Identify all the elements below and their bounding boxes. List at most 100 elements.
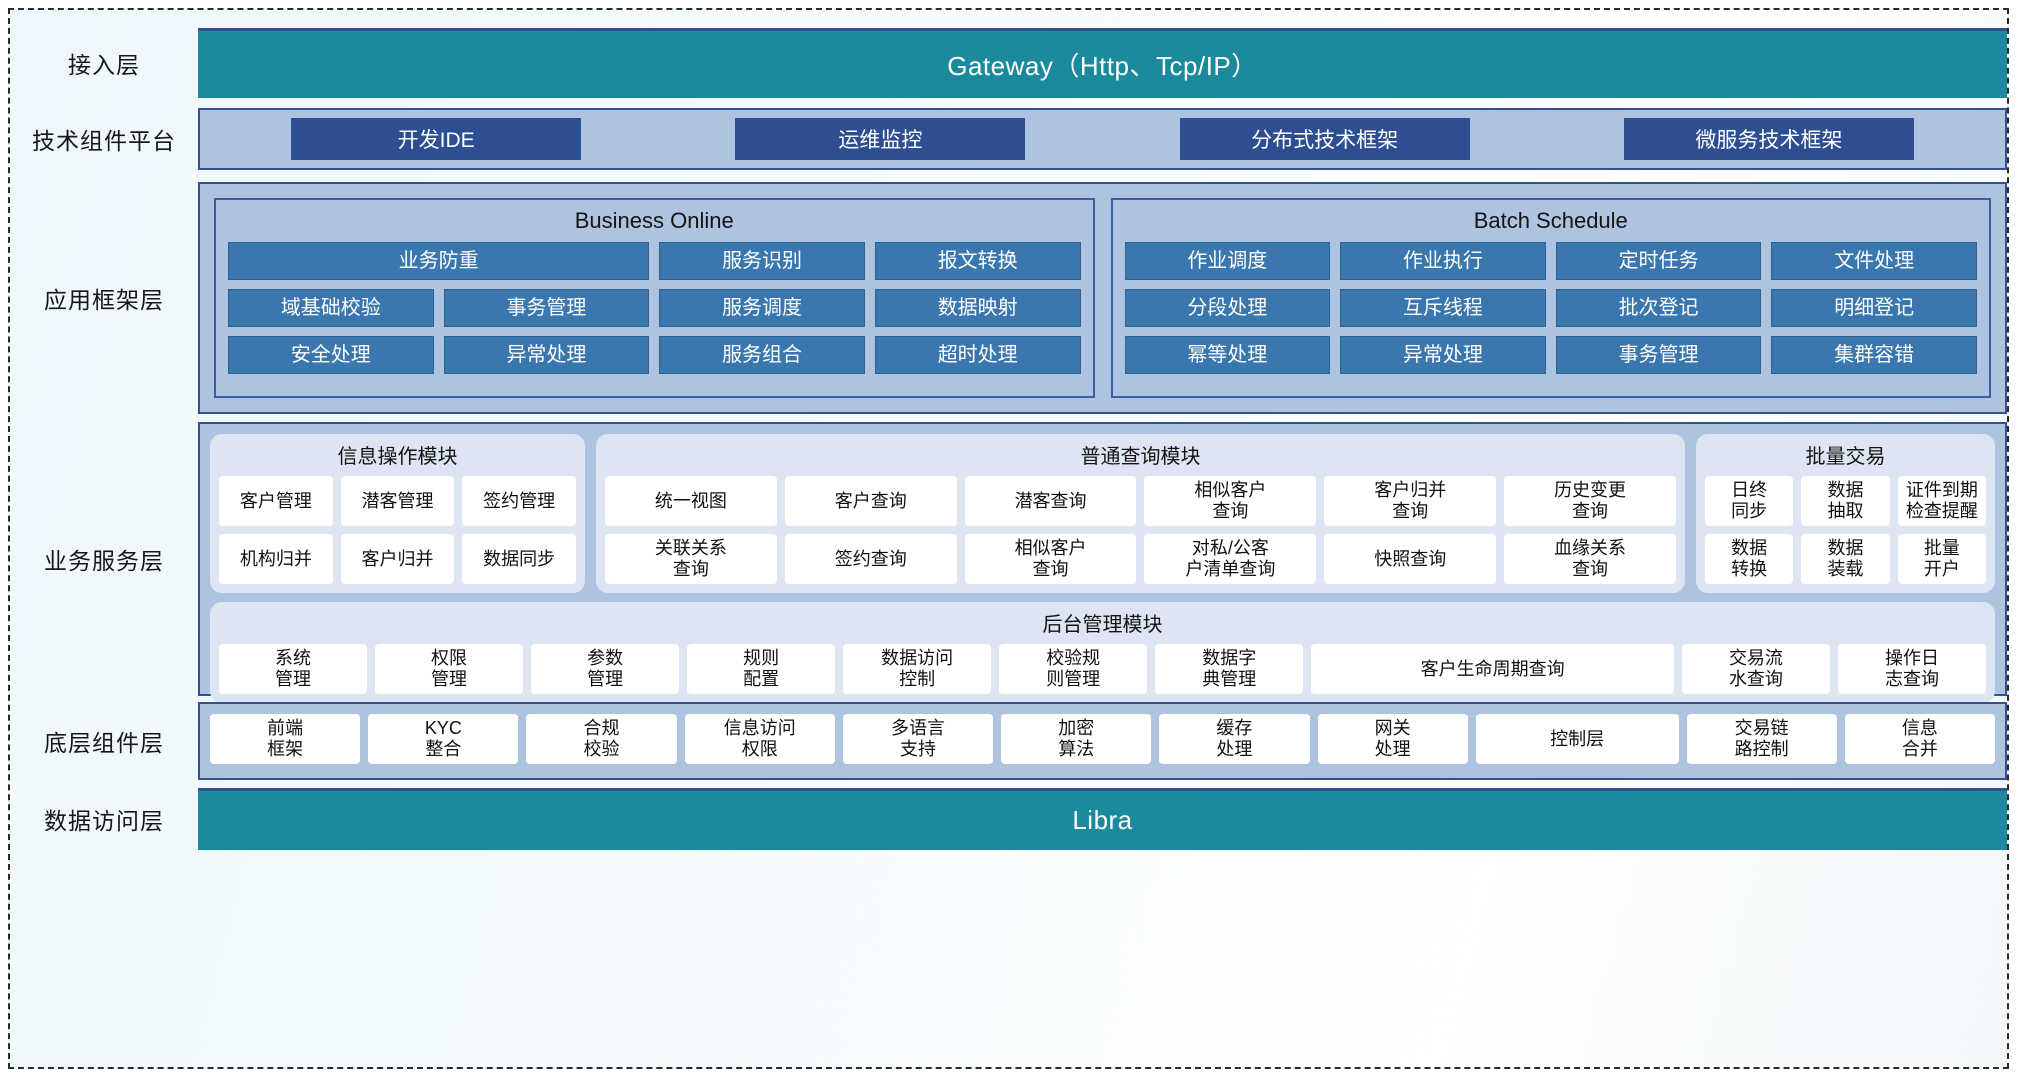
layer-row-tech-platform: 技术组件平台 开发IDE 运维监控 分布式技术框架 微服务技术框架 [10, 108, 2007, 170]
cell-base-9[interactable]: 交易链 路控制 [1686, 714, 1837, 764]
cell-batch-3[interactable]: 数据 转换 [1705, 534, 1794, 584]
cell-batch-2[interactable]: 证件到期 检查提醒 [1897, 476, 1986, 526]
architecture-diagram: 接入层 Gateway（Http、Tcp/IP） 技术组件平台 开发IDE 运维… [8, 8, 2009, 1069]
panel-batch-schedule: Batch Schedule 作业调度 作业执行 定时任务 文件处理 分段处理 … [1110, 198, 1991, 398]
fw-chip-bs-10[interactable]: 事务管理 [1555, 336, 1762, 374]
cell-batch-5[interactable]: 批量 开户 [1897, 534, 1986, 584]
fw-chip-bo-9[interactable]: 服务组合 [659, 336, 865, 374]
gateway-bar[interactable]: Gateway（Http、Tcp/IP） [198, 28, 2007, 98]
module-title-backend-admin: 后台管理模块 [1042, 614, 1163, 636]
cell-query-3[interactable]: 相似客户 查询 [1144, 476, 1317, 526]
layer-label-business-service: 业务服务层 [44, 548, 164, 574]
cell-base-4[interactable]: 多语言 支持 [842, 714, 994, 764]
module-cells-batch-transaction: 日终 同步 数据 抽取 证件到期 检查提醒 数据 转换 数据 装载 批量 开户 [1705, 476, 1986, 584]
fw-chip-bo-0[interactable]: 业务防重 [228, 242, 650, 280]
fw-chip-bo-7[interactable]: 安全处理 [228, 336, 434, 374]
cell-admin-7[interactable]: 客户生命周期查询 [1311, 644, 1674, 694]
fw-chip-bs-2[interactable]: 定时任务 [1555, 242, 1762, 280]
tech-chip-ide[interactable]: 开发IDE [291, 118, 582, 160]
cell-admin-4[interactable]: 数据访问 控制 [843, 644, 992, 694]
cell-query-1[interactable]: 客户查询 [784, 476, 957, 526]
layer-body-data-access: Libra [198, 788, 2007, 850]
layer-row-base-component: 底层组件层 前端 框架 KYC 整合 合规 校验 信息访问 权限 多语言 支持 … [10, 702, 2007, 780]
fw-chip-bs-7[interactable]: 明细登记 [1771, 289, 1977, 327]
libra-bar[interactable]: Libra [198, 788, 2007, 850]
fw-chip-bs-8[interactable]: 幂等处理 [1124, 336, 1331, 374]
module-backend-admin: 后台管理模块 系统 管理 权限 管理 参数 管理 规则 配置 数据访问 控制 校… [210, 602, 1995, 703]
cell-info-2[interactable]: 签约管理 [462, 476, 576, 526]
module-title-batch-transaction: 批量交易 [1805, 446, 1886, 468]
tech-platform-panel: 开发IDE 运维监控 分布式技术框架 微服务技术框架 [198, 108, 2007, 170]
fw-chip-bo-1[interactable]: 服务识别 [659, 242, 865, 280]
cell-base-7[interactable]: 网关 处理 [1317, 714, 1468, 764]
cell-query-6[interactable]: 关联关系 查询 [605, 534, 777, 584]
business-service-panel: 信息操作模块 客户管理 潜客管理 签约管理 机构归并 客户归并 数据同步 普通查… [198, 422, 2007, 703]
tech-chip-microservice-framework[interactable]: 微服务技术框架 [1623, 118, 1914, 160]
layer-body-business-service: 信息操作模块 客户管理 潜客管理 签约管理 机构归并 客户归并 数据同步 普通查… [198, 422, 2007, 703]
cell-base-6[interactable]: 缓存 处理 [1159, 714, 1310, 764]
cell-admin-5[interactable]: 校验规 则管理 [999, 644, 1148, 694]
panel-business-online: Business Online 业务防重 服务识别 报文转换 域基础校验 事务管… [214, 198, 1095, 398]
cell-query-2[interactable]: 潜客查询 [964, 476, 1137, 526]
business-online-grid: 业务防重 服务识别 报文转换 域基础校验 事务管理 服务调度 数据映射 安全处理… [228, 242, 1081, 374]
cell-query-9[interactable]: 对私/公客 户清单查询 [1144, 534, 1317, 584]
cell-query-4[interactable]: 客户归并 查询 [1324, 476, 1497, 526]
tech-chip-distributed-framework[interactable]: 分布式技术框架 [1179, 118, 1470, 160]
fw-chip-bs-3[interactable]: 文件处理 [1771, 242, 1977, 280]
cell-info-5[interactable]: 数据同步 [462, 534, 576, 584]
fw-chip-bo-5[interactable]: 服务调度 [659, 289, 865, 327]
cell-admin-8[interactable]: 交易流 水查询 [1681, 644, 1830, 694]
module-batch-transaction: 批量交易 日终 同步 数据 抽取 证件到期 检查提醒 数据 转换 数据 装载 批… [1696, 434, 1995, 593]
layer-label-tech-platform: 技术组件平台 [32, 128, 176, 154]
cell-admin-1[interactable]: 权限 管理 [375, 644, 524, 694]
fw-chip-bs-4[interactable]: 分段处理 [1124, 289, 1331, 327]
fw-chip-bs-0[interactable]: 作业调度 [1124, 242, 1331, 280]
cell-admin-6[interactable]: 数据字 典管理 [1155, 644, 1304, 694]
module-title-info-operation: 信息操作模块 [337, 446, 458, 468]
cell-base-2[interactable]: 合规 校验 [526, 714, 677, 764]
fw-chip-bo-8[interactable]: 异常处理 [443, 336, 650, 374]
cell-base-0[interactable]: 前端 框架 [210, 714, 361, 764]
fw-chip-bo-3[interactable]: 域基础校验 [228, 289, 434, 327]
cell-base-8[interactable]: 控制层 [1475, 714, 1679, 764]
cell-batch-4[interactable]: 数据 装载 [1801, 534, 1890, 584]
cell-admin-3[interactable]: 规则 配置 [687, 644, 836, 694]
cell-batch-0[interactable]: 日终 同步 [1705, 476, 1794, 526]
cell-query-11[interactable]: 血缘关系 查询 [1504, 534, 1676, 584]
cell-base-10[interactable]: 信息 合并 [1844, 714, 1995, 764]
cell-info-3[interactable]: 机构归并 [219, 534, 333, 584]
panel-title-business-online: Business Online [574, 208, 734, 233]
tech-chip-ops-monitor[interactable]: 运维监控 [735, 118, 1026, 160]
cell-info-1[interactable]: 潜客管理 [340, 476, 455, 526]
cell-query-8[interactable]: 相似客户 查询 [964, 534, 1137, 584]
fw-chip-bs-5[interactable]: 互斥线程 [1340, 289, 1546, 327]
module-info-operation: 信息操作模块 客户管理 潜客管理 签约管理 机构归并 客户归并 数据同步 [210, 434, 585, 593]
base-component-cells: 前端 框架 KYC 整合 合规 校验 信息访问 权限 多语言 支持 加密 算法 … [210, 714, 1995, 764]
business-service-top-row: 信息操作模块 客户管理 潜客管理 签约管理 机构归并 客户归并 数据同步 普通查… [210, 434, 1995, 593]
fw-chip-bs-9[interactable]: 异常处理 [1340, 336, 1546, 374]
cell-batch-1[interactable]: 数据 抽取 [1801, 476, 1890, 526]
cell-query-0[interactable]: 统一视图 [605, 476, 777, 526]
module-cells-info-operation: 客户管理 潜客管理 签约管理 机构归并 客户归并 数据同步 [219, 476, 576, 584]
fw-chip-bs-1[interactable]: 作业执行 [1340, 242, 1546, 280]
cell-info-0[interactable]: 客户管理 [219, 476, 333, 526]
cell-admin-0[interactable]: 系统 管理 [219, 644, 368, 694]
cell-base-3[interactable]: 信息访问 权限 [684, 714, 835, 764]
fw-chip-bo-2[interactable]: 报文转换 [874, 242, 1081, 280]
cell-base-1[interactable]: KYC 整合 [368, 714, 519, 764]
fw-chip-bs-11[interactable]: 集群容错 [1771, 336, 1977, 374]
layer-label-base-component: 底层组件层 [44, 730, 164, 756]
cell-query-10[interactable]: 快照查询 [1324, 534, 1497, 584]
fw-chip-bo-4[interactable]: 事务管理 [443, 289, 650, 327]
layer-body-tech-platform: 开发IDE 运维监控 分布式技术框架 微服务技术框架 [198, 108, 2007, 170]
cell-query-7[interactable]: 签约查询 [784, 534, 957, 584]
cell-info-4[interactable]: 客户归并 [340, 534, 455, 584]
cell-admin-2[interactable]: 参数 管理 [531, 644, 680, 694]
fw-chip-bo-10[interactable]: 超时处理 [874, 336, 1081, 374]
fw-chip-bs-6[interactable]: 批次登记 [1555, 289, 1762, 327]
fw-chip-bo-6[interactable]: 数据映射 [874, 289, 1081, 327]
panel-title-batch-schedule: Batch Schedule [1473, 208, 1628, 233]
cell-query-5[interactable]: 历史变更 查询 [1504, 476, 1676, 526]
cell-base-5[interactable]: 加密 算法 [1001, 714, 1152, 764]
cell-admin-9[interactable]: 操作日 志查询 [1837, 644, 1986, 694]
